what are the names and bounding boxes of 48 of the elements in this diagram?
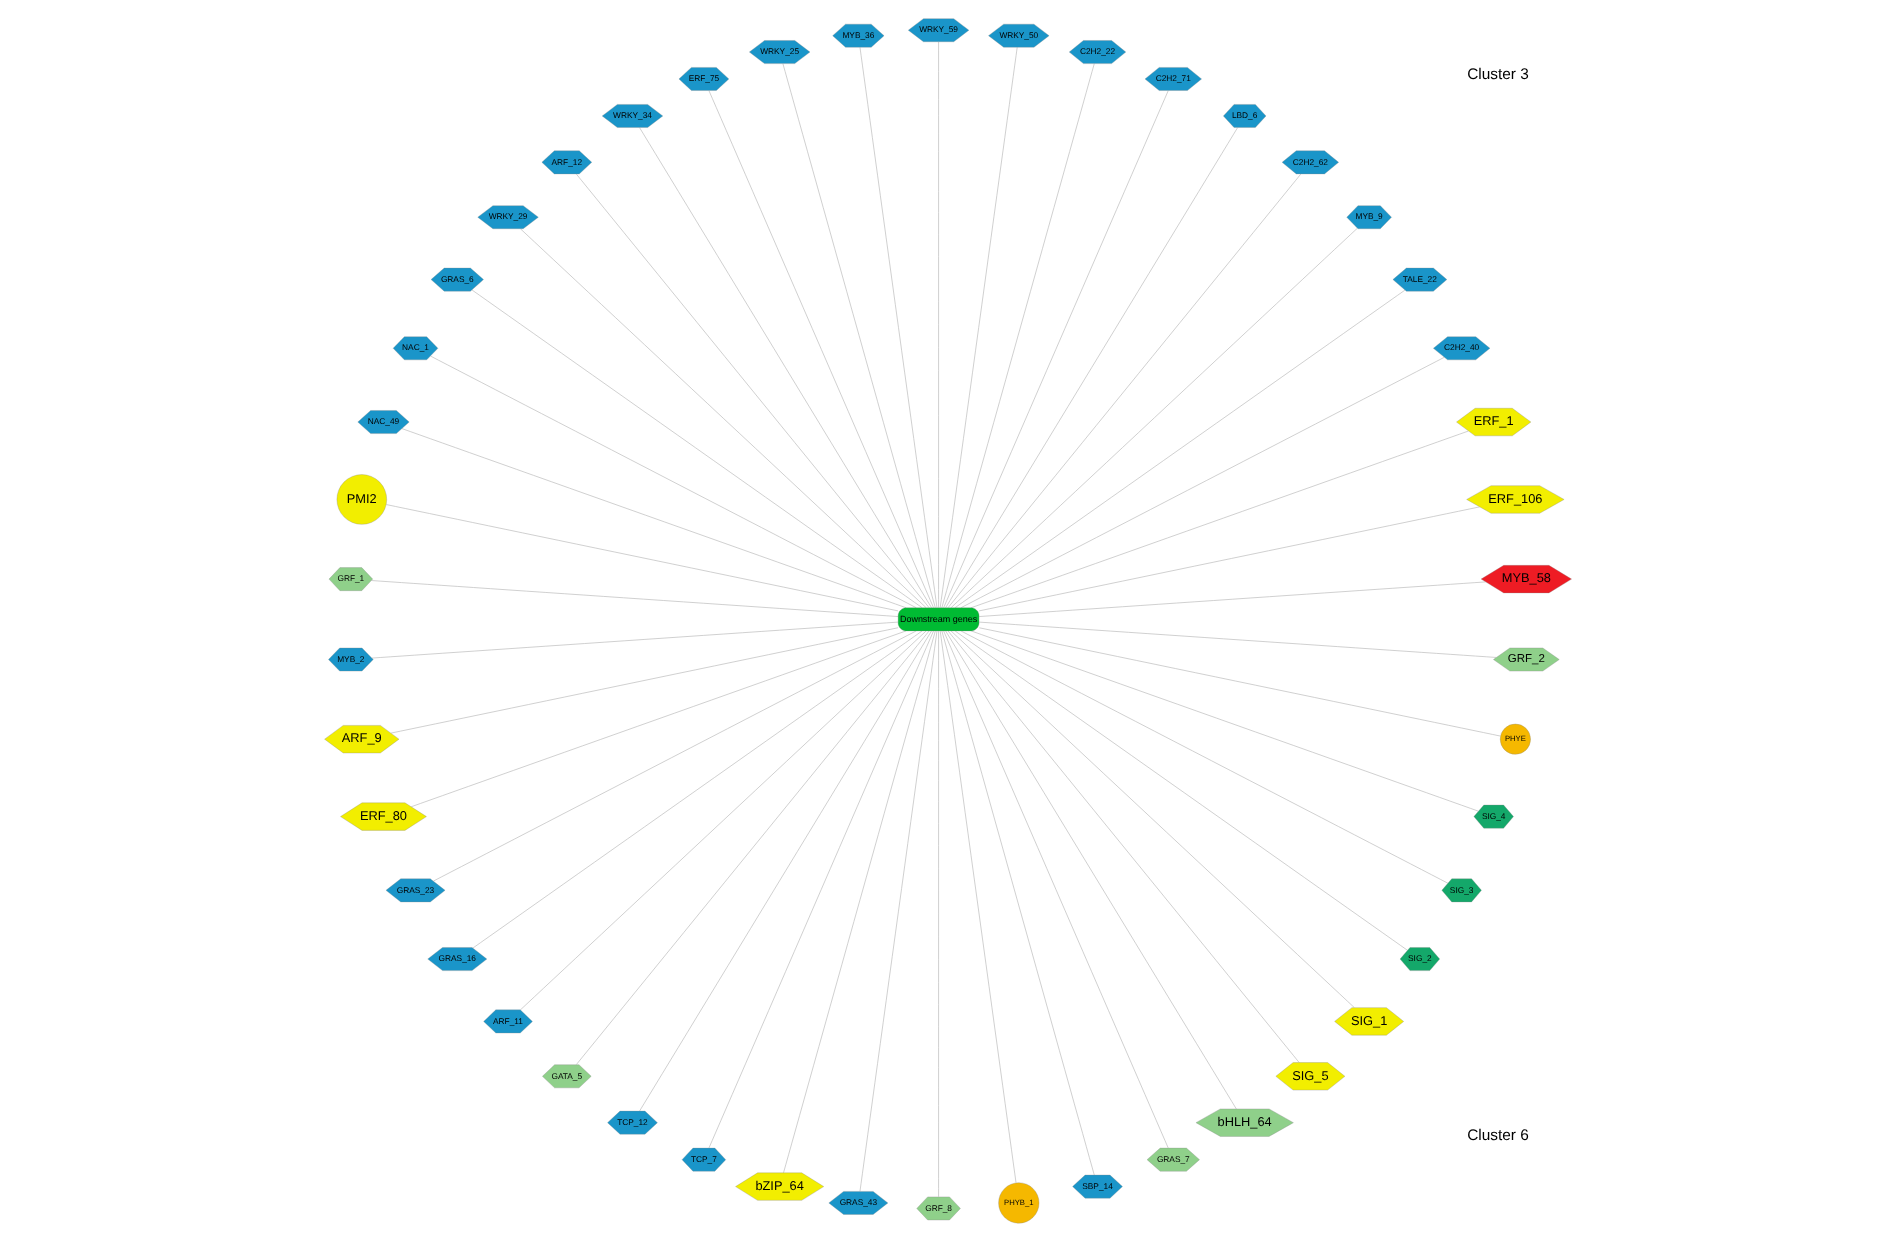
connector: [400, 428, 906, 609]
connector: [942, 630, 1168, 1149]
connector: [949, 228, 1357, 608]
connector: [470, 289, 922, 608]
connector: [575, 630, 929, 1065]
connector: [370, 621, 898, 659]
connector: [946, 173, 1301, 608]
connector: [940, 63, 1094, 609]
connector: [977, 506, 1480, 612]
connector: [389, 627, 898, 734]
connector: [858, 630, 937, 1192]
connector: [432, 630, 916, 882]
connector: [638, 127, 931, 608]
connector: [977, 581, 1485, 617]
connector: [782, 630, 935, 1174]
label: Cluster 6: [1466, 1126, 1528, 1145]
connector: [519, 228, 926, 608]
connector: [707, 90, 933, 608]
connector: [409, 630, 906, 808]
connector: [959, 357, 1444, 608]
connector: [937, 630, 938, 1197]
connector: [977, 627, 1500, 737]
connector: [940, 630, 1094, 1176]
connector: [938, 47, 1017, 608]
connector: [969, 430, 1468, 609]
connector: [781, 63, 935, 609]
connector: [937, 41, 938, 608]
connector: [385, 504, 898, 612]
connector: [638, 630, 931, 1112]
connector: [949, 630, 1354, 1008]
connector: [969, 630, 1478, 812]
connector: [575, 173, 929, 608]
connector: [946, 630, 1299, 1063]
connector: [471, 630, 922, 949]
connector: [944, 630, 1236, 1110]
connector: [953, 289, 1405, 609]
connector: [977, 621, 1496, 658]
connector: [938, 630, 1016, 1183]
connector: [959, 630, 1448, 884]
connector: [953, 630, 1407, 951]
connector: [858, 47, 937, 608]
label: Cluster 3: [1466, 65, 1528, 84]
connector: [944, 127, 1237, 608]
connector: [707, 630, 933, 1149]
connector: [370, 580, 898, 617]
connector: [942, 90, 1168, 608]
connector: [519, 630, 926, 1011]
connector: [429, 355, 916, 609]
